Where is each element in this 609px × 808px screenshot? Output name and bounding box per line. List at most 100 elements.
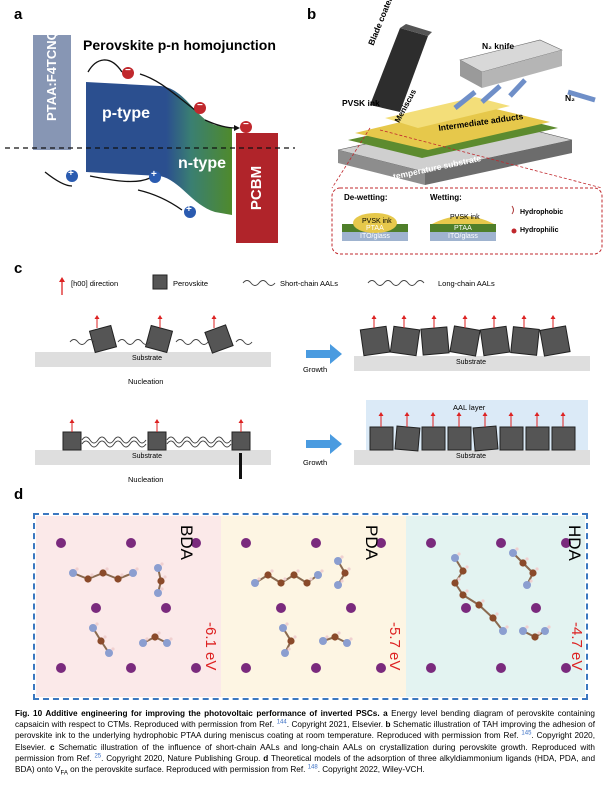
hydrogen-atom [270,569,274,573]
nitrogen-atom [314,571,322,579]
nitrogen-atom [319,637,327,645]
cation-atom [561,538,571,548]
growth-label: Growth [303,458,328,467]
n2-knife-label: N₂ knife [482,41,515,51]
direction-arrow-head [378,412,384,416]
electron-marker [122,67,134,79]
hydrogen-atom [325,635,329,639]
pda-energy: -5.7 eV [386,622,403,671]
hydrogen-atom [103,635,107,639]
nitrogen-atom [523,581,531,589]
carbon-atom [97,637,105,645]
nitrogen-atom [129,569,137,577]
hydrogen-atom [481,599,485,603]
hole-sign: + [151,169,157,180]
cation-atom [161,603,171,613]
hydrogen-atom [537,631,541,635]
substrate-label: Substrate [456,453,486,460]
panel-b-label: b [307,6,317,23]
cation-atom [241,538,251,548]
direction-arrow-head [560,412,566,416]
hole-marker [184,206,196,218]
hydrogen-atom [157,631,161,635]
hole-marker [149,171,161,183]
aal-layer-label: AAL layer [453,403,486,412]
nitrogen-atom [541,627,549,635]
hydrogen-atom [465,589,469,593]
panel-b-diagram [331,24,603,255]
panel-c-diagram [35,274,590,479]
n2-label: N₂ [565,93,575,103]
figure-caption: Fig. 10 Additive engineering for improvi… [15,709,596,777]
dewet-ito-label: ITO/glass [360,233,390,240]
ref-link[interactable]: 148 [307,764,318,771]
hydrogen-atom [340,579,344,583]
nitrogen-atom [509,549,517,557]
nitrogen-atom [334,557,342,565]
ptaa-layer-bar [33,35,71,150]
wetting-title: Wetting: [430,193,462,202]
direction-arrow-head [430,412,436,416]
hydrogen-atom [169,637,173,641]
cation-atom [376,663,386,673]
panel-d-molecules [56,538,571,673]
cation-atom [191,538,201,548]
hydrogen-atom [160,562,164,566]
direction-arrow-head [482,412,488,416]
hydrophilic-label: Hydrophilic [520,227,559,234]
cation-atom [376,538,386,548]
cation-atom [126,538,136,548]
panel-a-diagram [5,35,295,243]
ref-link[interactable]: 145 [521,730,532,737]
direction-arrow-head [550,315,556,319]
nitrogen-atom [163,639,171,647]
hydrogen-atom [529,579,533,583]
nitrogen-atom [281,649,289,657]
ptaa-label: PTAA:F4TCNQ [37,30,67,121]
ref-link[interactable]: 144 [276,719,287,726]
direction-arrow-head [401,315,407,319]
hydrogen-atom [525,625,529,629]
carbon-atom [459,567,467,575]
direction-arrow-head [508,412,514,416]
cation-atom [496,663,506,673]
wet-ptaa-label: PTAA [454,225,472,232]
nucleation-label: Nucleation [128,475,164,484]
hydrogen-atom [457,552,461,556]
hydrogen-atom [505,625,509,629]
carbon-atom [277,579,285,587]
hole-marker [66,170,78,182]
substrate-label: Substrate [456,359,486,366]
pda-label: PDA [362,525,381,560]
direction-arrow-head [154,419,160,423]
legend-long-chain-label: Long-chain AALs [438,279,495,288]
direction-arrow-head [211,315,217,319]
carbon-atom [531,633,539,641]
hda-label: HDA [565,525,584,561]
carbon-atom [114,575,122,583]
direction-arrow-head [456,412,462,416]
carbon-atom [151,633,159,641]
n-type-label: n-type [178,155,226,172]
caption-title: Fig. 10 Additive engineering for improvi… [15,709,380,718]
hydrogen-atom [349,637,353,641]
hydrogen-atom [95,622,99,626]
nitrogen-atom [89,624,97,632]
cation-atom [56,663,66,673]
hydrophobic-label: Hydrophobic [520,209,564,216]
nucleation-label: Nucleation [128,377,164,386]
wet-ito-label: ITO/glass [448,233,478,240]
nitrogen-atom [105,649,113,657]
legend-perovskite-label: Perovskite [173,279,209,288]
nitrogen-atom [334,581,342,589]
nitrogen-atom [154,564,162,572]
direction-arrow-head [69,419,75,423]
hda-energy: -4.7 eV [568,622,585,671]
cation-atom [276,603,286,613]
cation-atom [241,663,251,673]
carbon-atom [451,579,459,587]
hydrogen-atom [145,637,149,641]
carbon-atom [99,569,107,577]
hydrogen-atom [120,573,124,577]
ref-link[interactable]: 25 [94,753,102,760]
